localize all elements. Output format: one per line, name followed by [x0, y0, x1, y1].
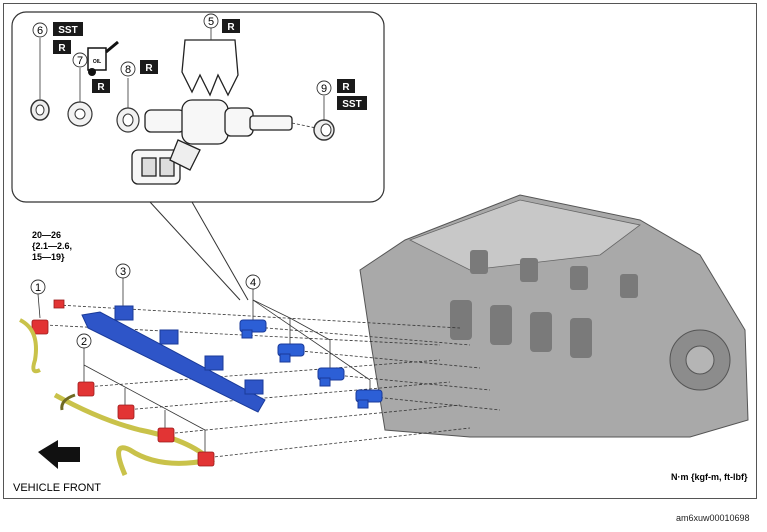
callout-4: 4	[250, 277, 256, 289]
tag-r-9-text: R	[342, 82, 350, 93]
torque-line-3: 15—19}	[32, 252, 65, 262]
tag-r-7-text: R	[97, 82, 105, 93]
rail-bolts	[31, 299, 65, 335]
clip-5-icon	[181, 39, 239, 97]
fuel-injectors	[239, 319, 383, 409]
tag-r-7	[92, 79, 110, 93]
tag-r-6-text: R	[58, 43, 66, 54]
engine-block-icon	[359, 194, 749, 438]
injector-3-icon	[317, 367, 345, 387]
tag-r-8-text: R	[145, 63, 153, 74]
tag-r-6	[53, 40, 71, 54]
callout-3: 3	[120, 266, 126, 278]
fuel-injector-detail-icon	[131, 99, 293, 185]
connector-icon	[77, 381, 95, 397]
connector-icon	[157, 427, 175, 443]
callout-5: 5	[208, 16, 214, 28]
injector-2-icon	[277, 343, 305, 363]
callout-7: 7	[77, 55, 83, 67]
tag-r-5-text: R	[227, 22, 235, 33]
injector-4-icon	[355, 389, 383, 409]
connector-icon	[117, 404, 135, 420]
torque-line-1: 20—26	[32, 230, 62, 240]
tag-r-5	[222, 19, 240, 33]
vehicle-front-label: VEHICLE FRONT	[13, 482, 102, 494]
bolt-icon	[53, 299, 65, 309]
tag-sst-9	[337, 96, 367, 110]
injector-1-icon	[239, 319, 267, 339]
callout-8: 8	[125, 64, 131, 76]
callout-2: 2	[81, 336, 87, 348]
inset-tags: SST R OIL R R R R SST	[53, 19, 367, 110]
callout-numbers: 6 7 8 5 9 1 2 3 4	[35, 16, 327, 348]
torque-spec: 20—26 {2.1—2.6, 15—19}	[32, 230, 72, 263]
callout-6: 6	[37, 25, 43, 37]
oil-label: OIL	[93, 59, 101, 65]
vehicle-front-arrow-icon	[38, 440, 80, 469]
tag-r-9	[337, 79, 355, 93]
torque-line-2: {2.1—2.6,	[32, 241, 73, 251]
callout-1: 1	[35, 282, 41, 294]
image-id: am6xuw00010698	[676, 513, 750, 523]
fuel-rail-icon	[81, 305, 266, 413]
tag-r-8	[140, 60, 158, 74]
wiring-harness-icon	[18, 318, 216, 476]
tag-sst-6-text: SST	[58, 25, 77, 36]
connector-icon	[197, 451, 215, 467]
leader-lines	[37, 278, 371, 458]
units-note: N·m {kgf-m, ft-lbf}	[671, 472, 748, 482]
callout-9: 9	[321, 83, 327, 95]
oil-can-icon	[87, 40, 119, 76]
connector-icon	[31, 319, 49, 335]
tag-sst-6	[53, 22, 83, 36]
inset-parts	[30, 28, 335, 185]
tag-sst-9-text: SST	[342, 99, 361, 110]
